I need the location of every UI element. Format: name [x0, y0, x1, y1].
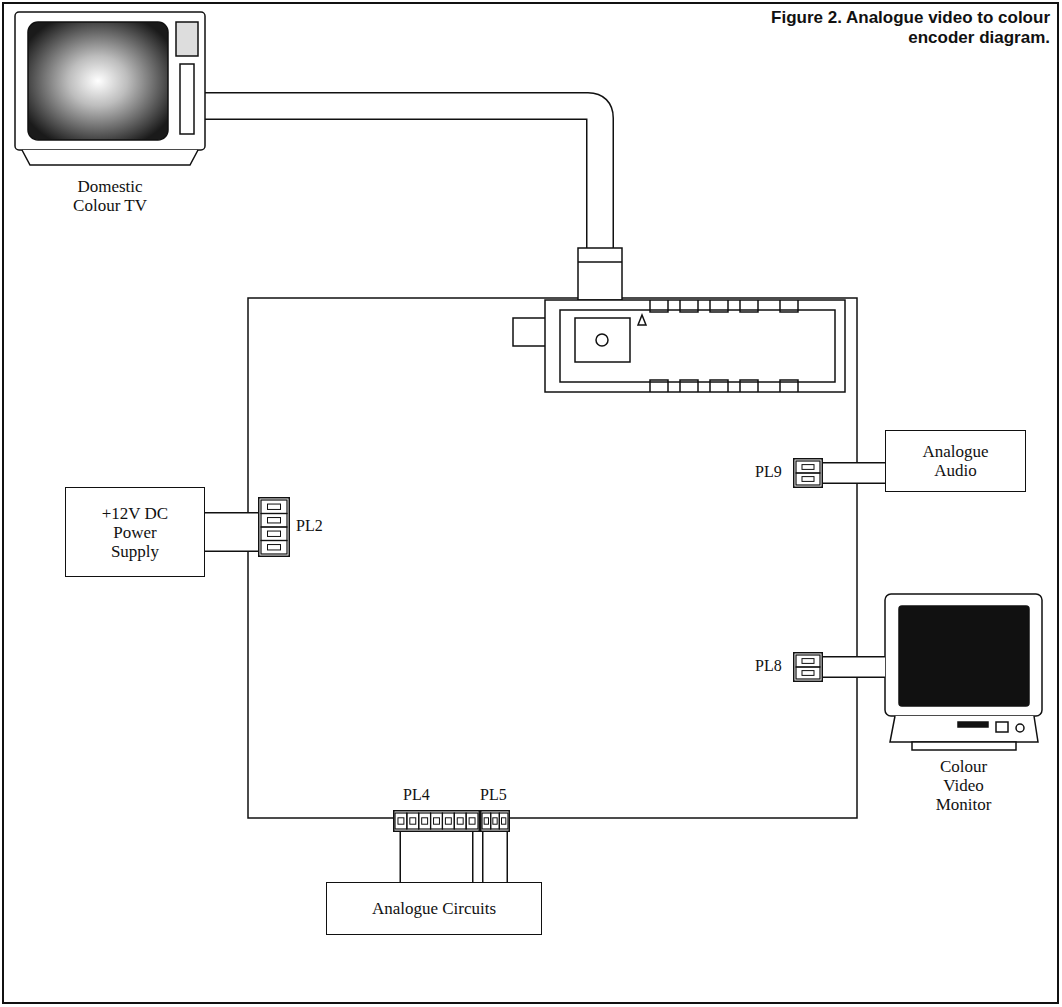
ribbon-cable [823, 667, 885, 668]
pin-header [793, 652, 823, 682]
node-label: Domestic Colour TV [70, 177, 150, 215]
connector-label: PL4 [403, 786, 430, 804]
ribbon-cable [205, 532, 258, 533]
audio-box: Analogue Audio [885, 430, 1026, 492]
video-monitor [885, 594, 1042, 750]
analogue-circuits-box: Analogue Circuits [326, 882, 542, 935]
figure-frame [3, 3, 1058, 1003]
ribbon-cable [823, 473, 885, 474]
connector-label: PL9 [755, 463, 782, 481]
connector-pl4: PL4 [393, 810, 480, 832]
node-label: Analogue Circuits [334, 899, 534, 918]
scart-cable [205, 106, 600, 252]
pin-header [393, 810, 480, 832]
connector-pl9: PL9 [793, 458, 823, 488]
connector-pl8: PL8 [793, 652, 823, 682]
tv-set [15, 12, 205, 165]
scart-connector [513, 248, 845, 392]
connector-pl2: PL2 [258, 497, 290, 557]
tv-label: Domestic Colour TV [15, 10, 205, 215]
power-supply-box: +12V DC Power Supply [65, 487, 205, 577]
pin-header [258, 497, 290, 557]
node-label: +12V DC Power Supply [90, 504, 180, 561]
monitor-label: Colour Video Monitor [885, 592, 1042, 814]
encoder-board [248, 298, 857, 818]
connector-label: PL8 [755, 657, 782, 675]
pin-header [793, 458, 823, 488]
ribbon-cable [495, 832, 496, 882]
figure-title: Figure 2. Analogue video to colour encod… [760, 8, 1050, 48]
pin-header [480, 810, 510, 832]
connector-label: PL2 [296, 517, 323, 535]
ribbon-cable [436, 832, 437, 882]
connector-pl5: PL5 [480, 810, 510, 832]
connector-label: PL5 [480, 786, 507, 804]
node-label: Analogue Audio [911, 442, 1001, 480]
node-label: Colour Video Monitor [926, 757, 1001, 814]
